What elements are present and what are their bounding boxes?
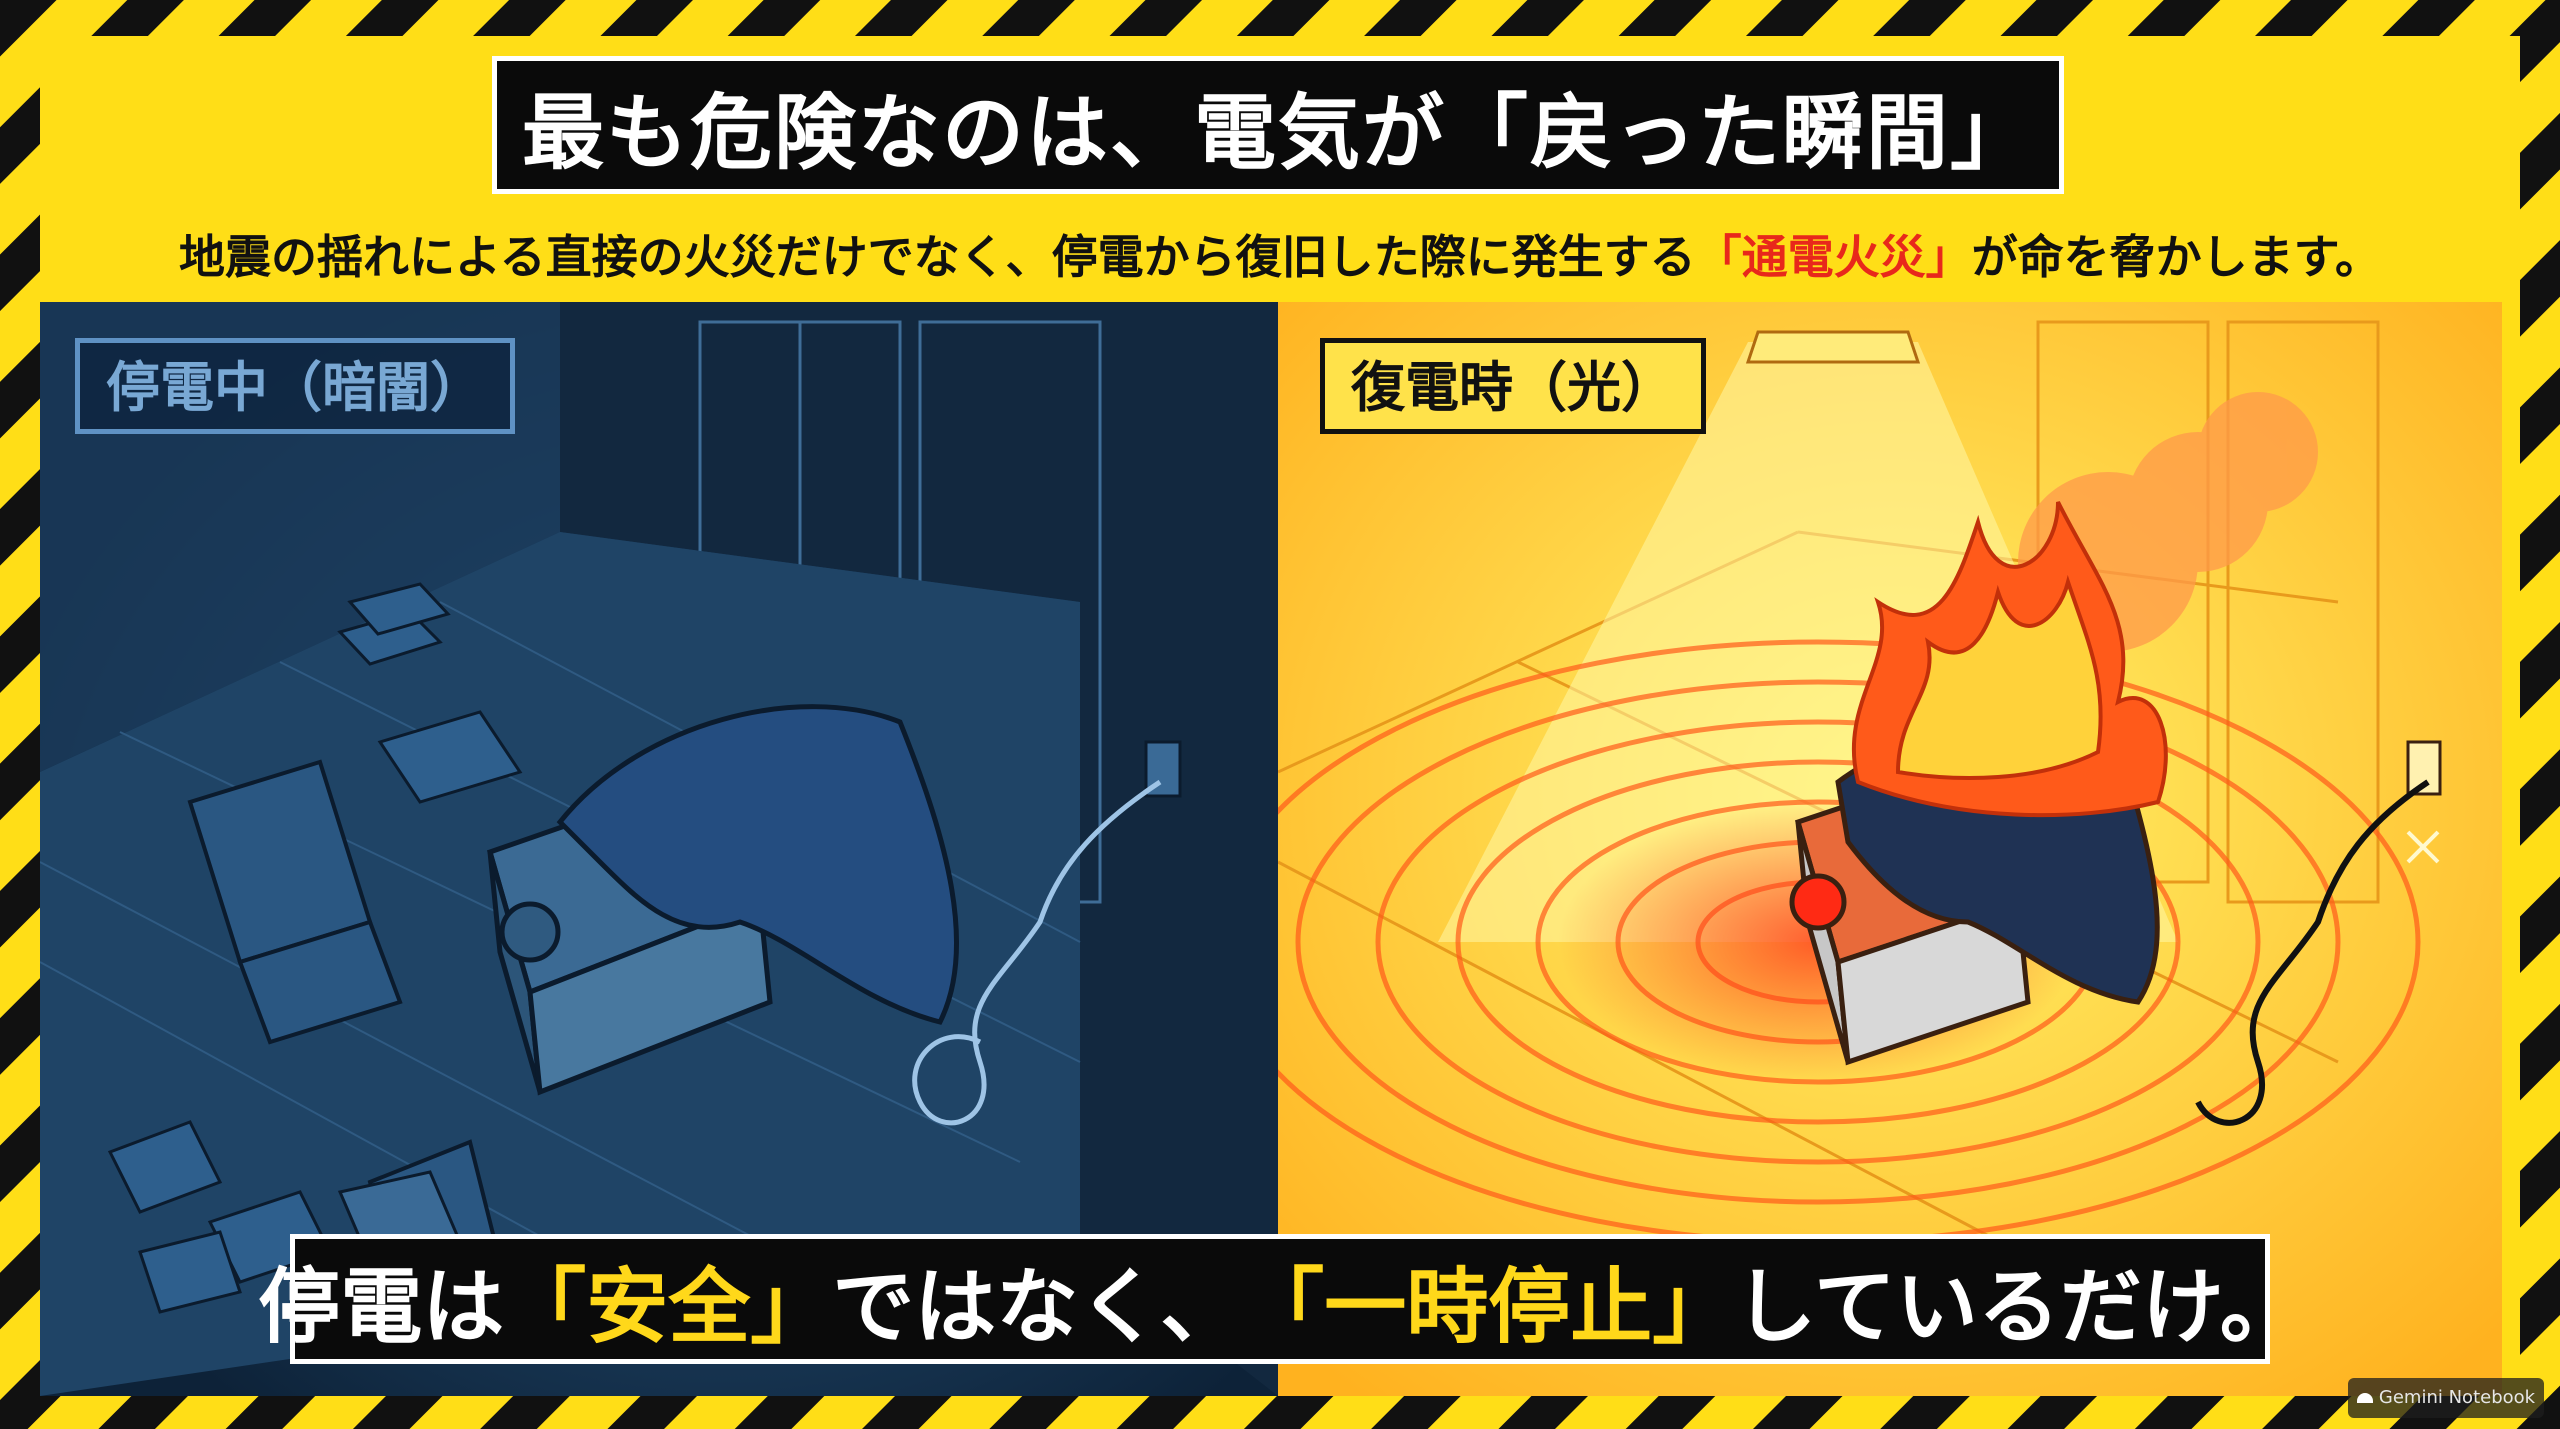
page-title: 最も危険なのは、電気が「戻った瞬間」 xyxy=(492,56,2064,194)
watermark-text: Gemini Notebook xyxy=(2378,1387,2536,1408)
subtitle-text: 地震の揺れによる直接の火災だけでなく、停電から復旧した際に発生する xyxy=(178,230,1696,284)
caption-text-2: ではなく、 xyxy=(832,1259,1243,1355)
restoration-panel: 復電時（光） xyxy=(1278,302,2502,1396)
caption-banner: 停電は「安全」ではなく、「一時停止」しているだけ。 xyxy=(258,1234,2302,1364)
outage-label: 停電中（暗闇） xyxy=(75,338,515,434)
caption-accent-safe: 「安全」 xyxy=(504,1259,833,1355)
caption-text-1: 停電は xyxy=(258,1259,505,1355)
subtitle-highlight: 「通電火災」 xyxy=(1695,230,1972,284)
restoration-room-illustration xyxy=(1278,302,2502,1396)
caption-text-3: しているだけ。 xyxy=(1734,1259,2302,1355)
page-title-text: 最も危険なのは、電気が「戻った瞬間」 xyxy=(521,85,2034,181)
restoration-label: 復電時（光） xyxy=(1320,338,1706,434)
subtitle-text-end: が命を脅かします。 xyxy=(1971,230,2382,284)
watermark-badge: Gemini Notebook xyxy=(2348,1378,2544,1418)
caption-accent-pause: 「一時停止」 xyxy=(1242,1259,1735,1355)
subtitle: 地震の揺れによる直接の火災だけでなく、停電から復旧した際に発生する「通電火災」が… xyxy=(60,222,2500,292)
outage-panel: 停電中（暗闇） xyxy=(40,302,1278,1396)
notebook-icon xyxy=(2356,1393,2373,1403)
outage-room-illustration xyxy=(40,302,1278,1396)
